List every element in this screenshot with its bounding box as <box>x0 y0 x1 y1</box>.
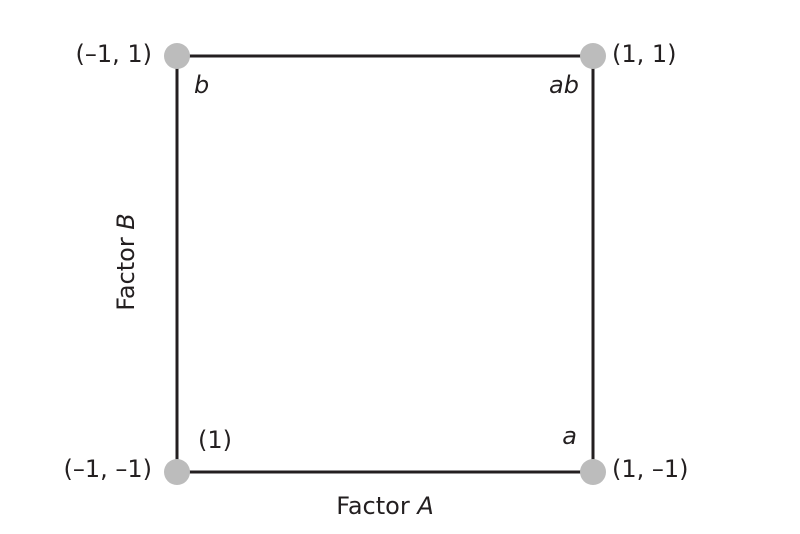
design-square <box>175 54 595 474</box>
axis-label-factor-b: Factor B <box>112 213 140 311</box>
node-top-right <box>580 43 606 69</box>
coord-label-bottom-right: (1, –1) <box>612 455 689 483</box>
axis-label-factor-a-prefix: Factor <box>336 492 418 520</box>
node-top-left <box>164 43 190 69</box>
axis-label-factor-a: Factor A <box>336 492 434 520</box>
node-bottom-left <box>164 459 190 485</box>
node-bottom-right <box>580 459 606 485</box>
treatment-label-b: b <box>194 71 210 99</box>
axis-label-factor-a-letter: A <box>417 492 434 520</box>
coord-label-top-right: (1, 1) <box>612 40 677 68</box>
axis-label-factor-b-letter: B <box>112 213 140 230</box>
treatment-label-ab: ab <box>549 71 579 99</box>
coord-label-top-left: (–1, 1) <box>75 40 152 68</box>
axis-label-factor-b-prefix: Factor <box>112 229 140 311</box>
treatment-label-a: a <box>562 422 577 450</box>
coord-label-bottom-left: (–1, –1) <box>63 455 152 483</box>
treatment-label-1: (1) <box>198 426 232 454</box>
